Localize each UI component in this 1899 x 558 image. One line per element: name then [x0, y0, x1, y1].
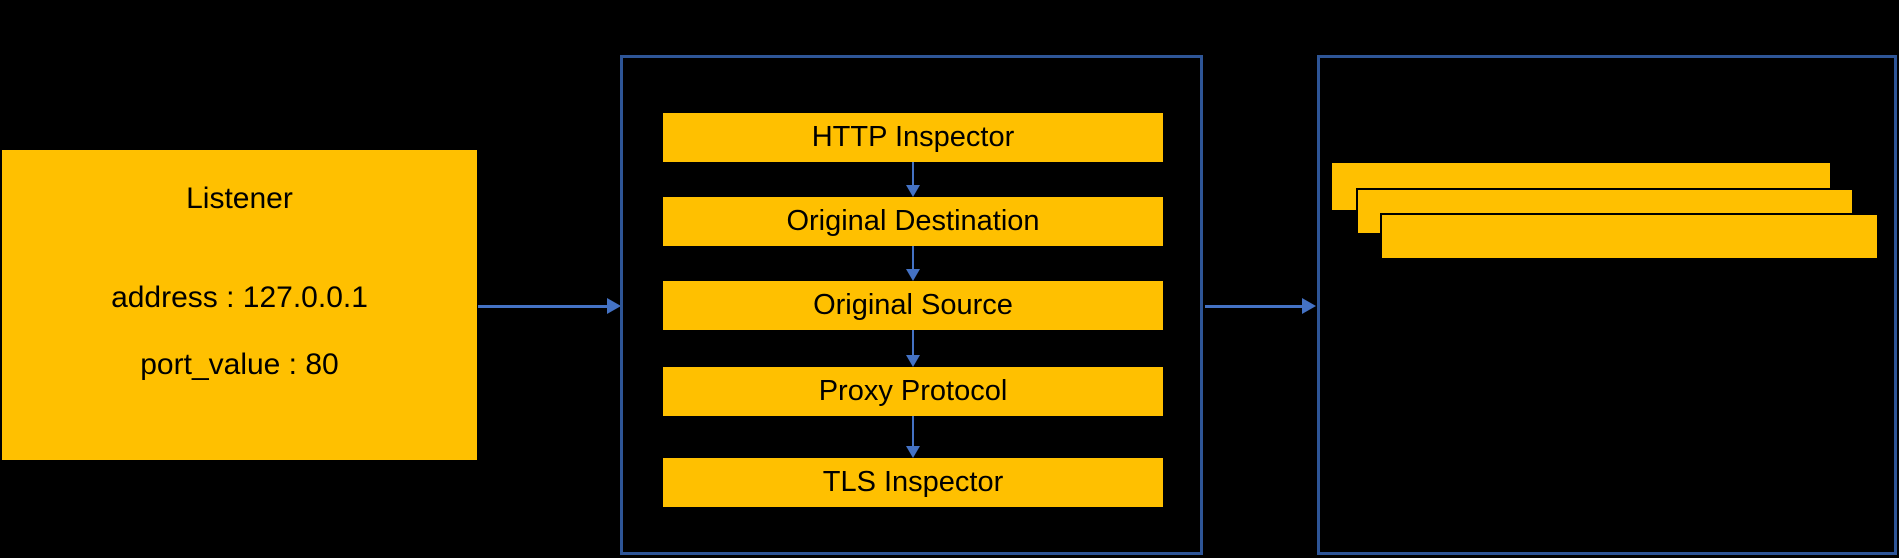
arrow-line — [912, 162, 914, 187]
listener-address: address : 127.0.0.1 — [111, 281, 368, 314]
filter-proxy-protocol: Proxy Protocol — [663, 367, 1163, 416]
arrowhead-right-icon — [607, 298, 621, 314]
filter-original-destination: Original Destination — [663, 197, 1163, 246]
listener-port: port_value : 80 — [140, 348, 339, 381]
filter-chain-card — [1380, 213, 1879, 260]
listener-filters-node: HTTP Inspector Original Destination Orig… — [620, 55, 1203, 555]
arrow-line — [478, 305, 608, 308]
arrow-proxy-protocol-to-tls-inspector — [906, 416, 920, 458]
arrow-line — [1205, 305, 1303, 308]
filter-http-inspector: HTTP Inspector — [663, 113, 1163, 162]
arrow-filters-to-chains — [1205, 298, 1316, 314]
arrowhead-right-icon — [1302, 298, 1316, 314]
arrowhead-down-icon — [906, 269, 920, 281]
arrowhead-down-icon — [906, 446, 920, 458]
arrow-line — [912, 246, 914, 271]
arrow-line — [912, 416, 914, 448]
filter-tls-inspector: TLS Inspector — [663, 458, 1163, 507]
listener-node: Listener address : 127.0.0.1 port_value … — [2, 150, 477, 460]
arrow-original-destination-to-original-source — [906, 246, 920, 281]
arrow-http-inspector-to-original-destination — [906, 162, 920, 197]
arrowhead-down-icon — [906, 185, 920, 197]
filter-chains-node — [1317, 55, 1897, 555]
arrow-listener-to-filters — [478, 298, 621, 314]
filter-original-source: Original Source — [663, 281, 1163, 330]
arrow-line — [912, 330, 914, 357]
listener-title: Listener — [186, 182, 293, 215]
arrow-original-source-to-proxy-protocol — [906, 330, 920, 367]
arrowhead-down-icon — [906, 355, 920, 367]
